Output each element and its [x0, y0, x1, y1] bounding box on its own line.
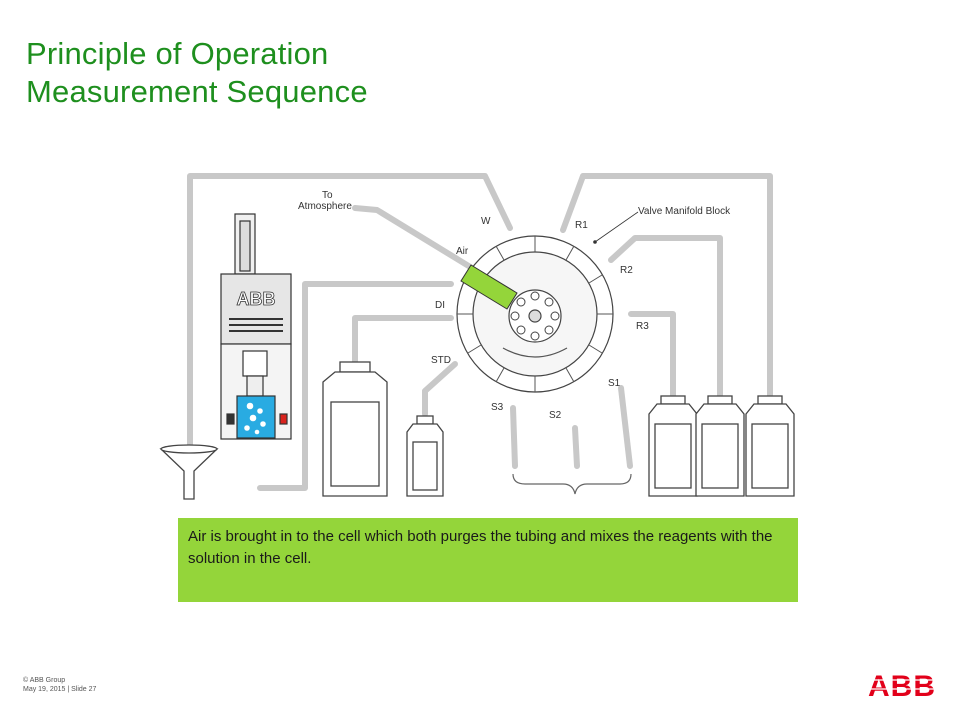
sample-bracket: [512, 473, 632, 495]
tubing-lines: [187, 173, 773, 491]
tube-r3: [628, 311, 676, 399]
label-di: DI: [435, 300, 445, 311]
label-s1: S1: [608, 378, 621, 389]
footer: © ABB Group May 19, 2015 | Slide 27: [23, 676, 96, 694]
tube-atmosphere: [352, 205, 488, 279]
valve-block-pointer-dot: [593, 240, 597, 244]
label-pointers: [594, 211, 639, 243]
tube-di: [352, 315, 454, 371]
footer-copyright: © ABB Group: [23, 677, 66, 684]
tube-s3: [510, 405, 518, 469]
valve-manifold-block: [456, 235, 614, 393]
label-to: To: [322, 190, 333, 201]
label-r3: R3: [636, 321, 649, 332]
di-bottle: [322, 361, 388, 497]
label-s2: S2: [549, 410, 562, 421]
slide-subtitle: Measurement Sequence: [26, 74, 368, 109]
caption-text: Air is brought in to the cell which both…: [188, 528, 773, 567]
label-atmosphere: Atmosphere: [298, 201, 352, 212]
std-bottle: [406, 415, 444, 497]
label-air: Air: [456, 246, 469, 257]
tube-funnel-to-w: [187, 173, 513, 454]
reagent-bottle-r3: [648, 395, 698, 497]
caption-box: Air is brought in to the cell which both…: [178, 518, 798, 602]
label-w: W: [481, 216, 491, 227]
funnel: [159, 444, 219, 500]
label-s3: S3: [491, 402, 504, 413]
label-std: STD: [431, 355, 451, 366]
footer-date-slide: May 19, 2015 | Slide 27: [23, 686, 97, 693]
air-highlight: [460, 264, 518, 310]
reagent-bottle-r2: [695, 395, 745, 497]
abb-logo: ABB: [864, 670, 940, 700]
analyzer-unit: ABB: [220, 213, 292, 440]
tube-std: [422, 361, 458, 417]
analyzer-logo-text: ABB: [237, 289, 276, 309]
abb-logo-text: ABB: [868, 670, 936, 700]
tube-analyzer-loop: [257, 281, 454, 491]
label-r1: R1: [575, 220, 588, 231]
tube-s1: [618, 385, 633, 469]
label-valve-manifold-block: Valve Manifold Block: [638, 206, 731, 217]
reagent-bottle-r1: [745, 395, 795, 497]
tube-r1: [560, 173, 773, 399]
tube-s2: [572, 425, 580, 469]
slide-title: Principle of Operation: [26, 36, 329, 71]
tube-r2: [608, 235, 723, 399]
label-r2: R2: [620, 265, 633, 276]
measurement-sequence-diagram: ABB: [159, 173, 795, 500]
